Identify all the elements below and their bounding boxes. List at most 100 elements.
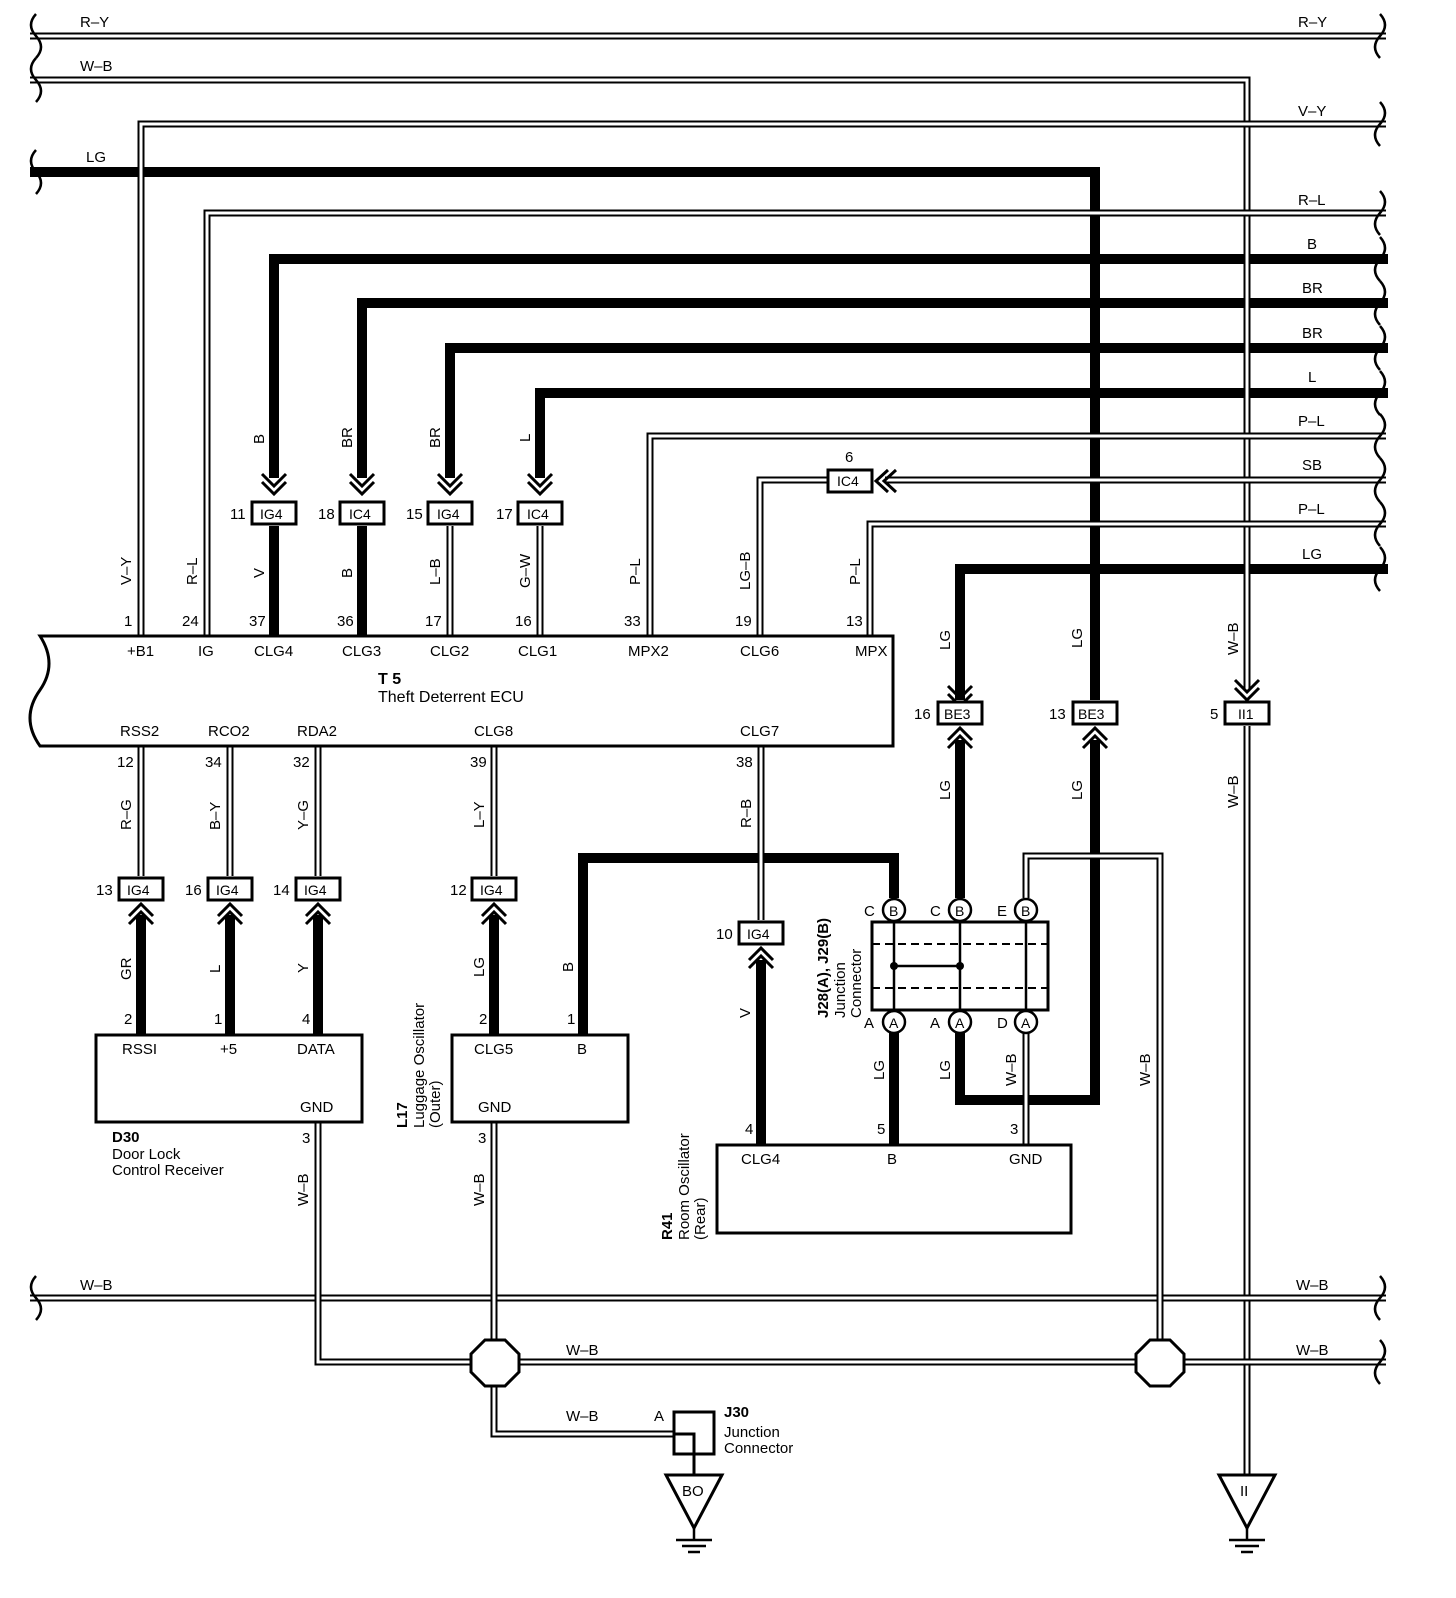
wire-label: BR [339, 427, 356, 448]
pin-name: B [577, 1041, 587, 1058]
connector-id: IG4 [747, 926, 770, 942]
wire-label: BR [427, 427, 444, 448]
pin-name: GND [478, 1099, 512, 1116]
ecu-pin-num: 16 [515, 613, 532, 630]
pin-letter: A [930, 1015, 940, 1032]
wire-label: V–Y [118, 557, 135, 585]
ecu-pin-name: CLG2 [430, 643, 469, 660]
connector-id: IG4 [304, 882, 327, 898]
pin-letter: C [864, 903, 875, 920]
pin-circle: B [889, 903, 898, 919]
ground-id: BO [682, 1483, 704, 1500]
wire-label: P–L [1298, 501, 1325, 518]
wire-label: B–Y [207, 802, 224, 830]
component-name: (Outer) [427, 1080, 444, 1128]
wire-label: P–L [847, 558, 864, 585]
wire-label: W–B [1225, 775, 1242, 808]
component-name: (Rear) [692, 1197, 709, 1240]
ecu-top-pins: +B1 IG CLG4 CLG3 CLG2 CLG1 MPX2 CLG6 MPX… [118, 552, 888, 660]
double-wires [30, 32, 1386, 1475]
splice-points [469, 1338, 1186, 1388]
wire-label: BR [1302, 280, 1323, 297]
connector-id: IG4 [437, 506, 460, 522]
ecu-pin-num: 13 [846, 613, 863, 630]
junction-connector: B B B A A A C C E A A D J28(A), J29(B) J… [815, 897, 1154, 1086]
pin-name: RSSI [122, 1041, 157, 1058]
ecu-pin-name: CLG8 [474, 723, 513, 740]
wire-breaks [29, 13, 1387, 1385]
component-name: Connector [848, 949, 865, 1018]
pin-num: 3 [302, 1130, 310, 1147]
ecu-t5: T 5 Theft Deterrent ECU [28, 634, 895, 748]
ecu-pin-num: 1 [124, 613, 132, 630]
connector-pin: 6 [845, 449, 853, 466]
ecu-pin-num: 36 [337, 613, 354, 630]
connector-pin: 13 [1049, 706, 1066, 723]
ecu-pin-name: RCO2 [208, 723, 250, 740]
ecu-pin-num: 24 [182, 613, 199, 630]
wire-label: LG [937, 1060, 954, 1080]
pin-name: GND [300, 1099, 334, 1116]
wire-label: R–L [1298, 192, 1326, 209]
ecu-pin-name: CLG6 [740, 643, 779, 660]
wire-label: V [737, 1008, 754, 1018]
pin-name: CLG4 [741, 1151, 780, 1168]
connector-pin: 16 [185, 882, 202, 899]
component-name: Junction [724, 1424, 780, 1441]
wire-label: W–B [80, 58, 113, 75]
wire-label: P–L [1298, 413, 1325, 430]
connector-id: IG4 [260, 506, 283, 522]
wire-label: W–B [1225, 622, 1242, 655]
pin-letter: A [864, 1015, 874, 1032]
pin-circle: A [889, 1015, 899, 1031]
wire-label: LG [937, 630, 954, 650]
wire-label: L–Y [471, 801, 488, 828]
thick-wires [30, 167, 1388, 1145]
ecu-pin-name: +B1 [127, 643, 154, 660]
connector-pin: A [654, 1408, 664, 1425]
wire-label: R–Y [80, 14, 109, 31]
component-id: J28(A), J29(B) [815, 918, 832, 1018]
ecu-pin-num: 38 [736, 754, 753, 771]
ecu-pin-name: MPX2 [628, 643, 669, 660]
wire-label: W–B [1296, 1342, 1329, 1359]
pin-letter: E [997, 903, 1007, 920]
pin-name: B [887, 1151, 897, 1168]
wire-label: L [517, 434, 534, 442]
component-name: Control Receiver [112, 1162, 224, 1179]
component-name: Connector [724, 1440, 793, 1457]
wire-label: LG [871, 1060, 888, 1080]
pin-num: 4 [302, 1011, 310, 1028]
wire-label: W–B [1137, 1053, 1154, 1086]
pin-num: 3 [1010, 1121, 1018, 1138]
wire-label: Y [295, 963, 312, 973]
wire-label: SB [1302, 457, 1322, 474]
connector-pin: 17 [496, 506, 513, 523]
ground-ii: II [1216, 1473, 1278, 1554]
connector-pin: 13 [96, 882, 113, 899]
connector-id: IG4 [480, 882, 503, 898]
wire-label: LG [86, 149, 106, 166]
ecu-pin-name: RDA2 [297, 723, 337, 740]
ecu-pin-name: IG [198, 643, 214, 660]
l17-luggage-oscillator: CLG5 B GND 2 1 3 L17 Luggage Oscillator … [394, 1003, 630, 1206]
wire-label: W–B [566, 1408, 599, 1425]
pin-letter: C [930, 903, 941, 920]
component-name: Door Lock [112, 1146, 181, 1163]
be3-connectors: BE3 16 BE3 13 LG LG LG LG [914, 628, 1119, 800]
ecu-pin-num: 32 [293, 754, 310, 771]
j30-junction: A J30 Junction Connector [654, 1404, 793, 1475]
wire-label: BR [1302, 325, 1323, 342]
wire-label: LG–B [737, 552, 754, 590]
wire-label: W–B [1296, 1277, 1329, 1294]
component-name: Room Oscillator [676, 1133, 693, 1240]
pin-name: GND [1009, 1151, 1043, 1168]
wire-label: B [1307, 236, 1317, 253]
wire-label: L [1308, 369, 1316, 386]
ecu-pin-name: CLG1 [518, 643, 557, 660]
ecu-bottom-pins: RSS2 RCO2 RDA2 CLG8 CLG7 12 34 32 39 38 … [117, 723, 779, 830]
connector-id: IG4 [216, 882, 239, 898]
ecu-pin-num: 34 [205, 754, 222, 771]
connector-pin: 16 [914, 706, 931, 723]
horizontal-wire-labels: R–Y R–Y W–B V–Y LG R–L B BR BR L P–L SB … [80, 14, 1329, 1425]
